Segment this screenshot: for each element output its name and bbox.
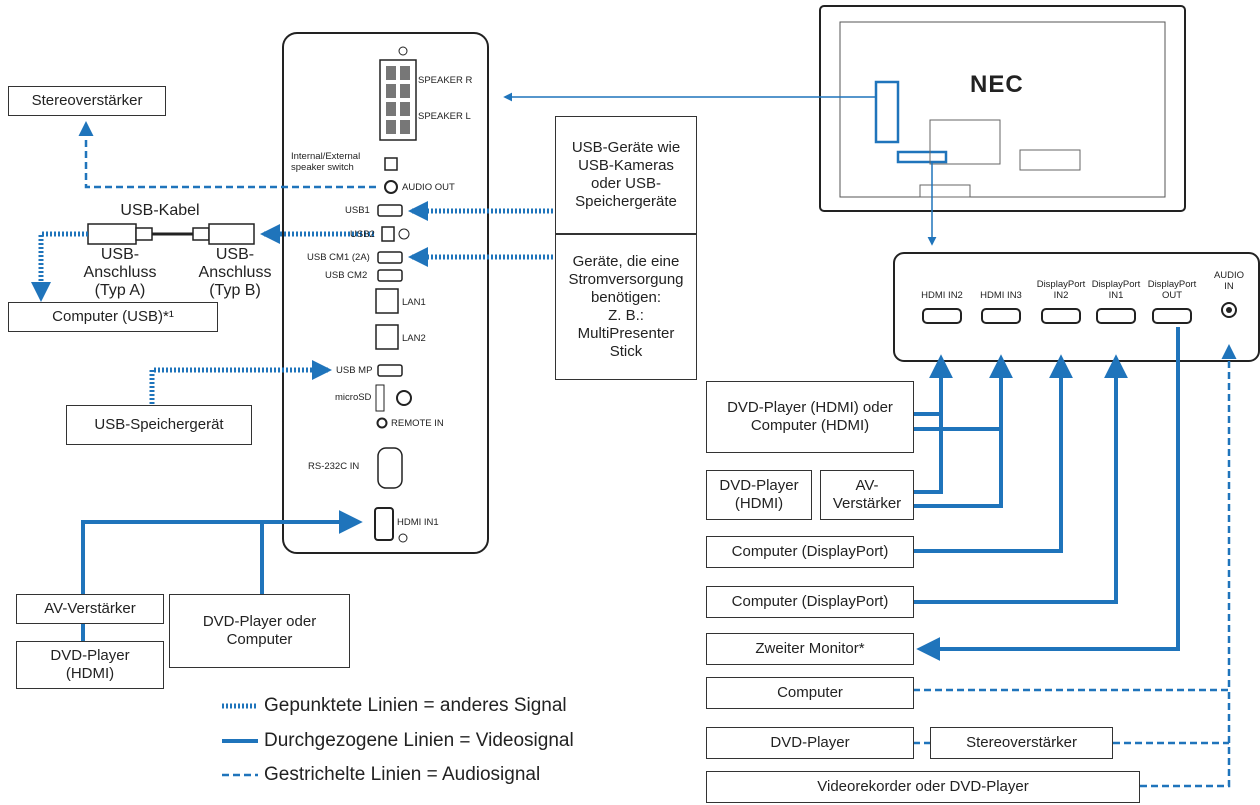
label-hdmi-in1: HDMI IN1 (397, 517, 439, 528)
lan1-port[interactable] (375, 288, 399, 314)
usb-cm2-port[interactable] (377, 269, 403, 282)
speaker-switch[interactable] (384, 157, 398, 171)
dp-in1-port[interactable] (1096, 308, 1136, 324)
computer-displayport-box-2: Computer (DisplayPort) (706, 586, 914, 618)
label-speaker-switch: Internal/External speaker switch (291, 151, 361, 173)
label-dp-out: DisplayPort OUT (1147, 279, 1197, 301)
audio-out-jack[interactable] (384, 180, 398, 194)
label-usb-mp: USB MP (336, 365, 373, 376)
label-lan1: LAN1 (402, 297, 426, 308)
label-usb2: USB2 (350, 229, 375, 240)
video-recorder-box: Videorekorder oder DVD-Player (706, 771, 1140, 803)
label-speaker-l: SPEAKER L (418, 111, 471, 122)
label-microsd: microSD (335, 392, 372, 403)
legend-solid: Durchgezogene Linien = Videosignal (222, 730, 574, 752)
label-rs232c-in: RS-232C IN (308, 461, 360, 472)
dashed-line-sample (222, 773, 258, 777)
dotted-line-sample (222, 703, 258, 709)
usb-devices-box: USB-Geräte wie USB-Kameras oder USB- Spe… (555, 116, 697, 234)
dp-out-port[interactable] (1152, 308, 1192, 324)
legend-dotted-text: Gepunktete Linien = anderes Signal (264, 695, 567, 716)
label-dp-in2: DisplayPort IN2 (1036, 279, 1086, 301)
usb1-port[interactable] (377, 204, 403, 217)
dvd-hdmi-box-right: DVD-Player (HDMI) (706, 470, 812, 520)
dp-in2-port[interactable] (1041, 308, 1081, 324)
monitor-rear-view (819, 5, 1186, 212)
legend-dashed: Gestrichelte Linien = Audiosignal (222, 764, 540, 786)
computer-usb-box: Computer (USB)*¹ (8, 302, 218, 332)
solid-lines (81, 92, 1180, 661)
label-audio-in: AUDIO IN (1213, 270, 1245, 292)
legend-dashed-text: Gestrichelte Linien = Audiosignal (264, 764, 541, 785)
label-usb-cm1: USB CM1 (2A) (307, 252, 370, 263)
microsd-slot[interactable] (375, 384, 385, 412)
av-amplifier-box-left: AV-Verstärker (16, 594, 164, 624)
dvd-player-box: DVD-Player (706, 727, 914, 759)
hdmi-in3-port[interactable] (981, 308, 1021, 324)
monitor-logo: NEC (970, 71, 1024, 98)
stereo-amplifier-box-right: Stereoverstärker (930, 727, 1113, 759)
label-hdmi-in3: HDMI IN3 (980, 290, 1022, 301)
remote-in-jack[interactable] (376, 417, 388, 429)
label-lan2: LAN2 (402, 333, 426, 344)
solid-line-sample (222, 739, 258, 743)
speaker-terminals (379, 59, 417, 141)
legend-solid-text: Durchgezogene Linien = Videosignal (264, 730, 574, 751)
usb-storage-box: USB-Speichergerät (66, 405, 252, 445)
label-hdmi-in2: HDMI IN2 (921, 290, 963, 301)
stereo-amplifier-box: Stereoverstärker (8, 86, 166, 116)
av-amplifier-box-right: AV- Verstärker (820, 470, 914, 520)
usb-b-label: USB- Anschluss (Typ B) (198, 246, 272, 299)
label-dp-in1: DisplayPort IN1 (1091, 279, 1141, 301)
dvd-or-computer-box: DVD-Player oder Computer (169, 594, 350, 668)
bottom-connector-panel (893, 252, 1260, 362)
computer-displayport-box-1: Computer (DisplayPort) (706, 536, 914, 568)
label-remote-in: REMOTE IN (391, 418, 444, 429)
hdmi-in2-port[interactable] (922, 308, 962, 324)
dashed-lines (78, 121, 1237, 788)
usb-cable-drawing (87, 223, 255, 245)
terminal-panel (282, 32, 489, 554)
dvd-hdmi-box-left: DVD-Player (HDMI) (16, 641, 164, 689)
usb2-port[interactable] (381, 226, 395, 242)
label-usb1: USB1 (345, 205, 370, 216)
computer-box: Computer (706, 677, 914, 709)
dotted-lines (31, 201, 553, 404)
usb-a-label: USB- Anschluss (Typ A) (83, 246, 157, 299)
power-devices-box: Geräte, die eine Stromversorgung benötig… (555, 234, 697, 380)
usb-mp-port[interactable] (377, 364, 403, 377)
dvd-hdmi-or-computer-box: DVD-Player (HDMI) oder Computer (HDMI) (706, 381, 914, 453)
rs232c-port[interactable] (377, 447, 403, 489)
label-speaker-r: SPEAKER R (418, 75, 473, 86)
second-monitor-box: Zweiter Monitor* (706, 633, 914, 665)
label-audio-out: AUDIO OUT (402, 182, 455, 193)
usb-cm1-port[interactable] (377, 251, 403, 264)
lan2-port[interactable] (375, 324, 399, 350)
hdmi-in1-port[interactable] (374, 507, 394, 541)
label-usb-cm2: USB CM2 (325, 270, 368, 281)
usb-cable-label: USB-Kabel (120, 202, 200, 219)
legend-dotted: Gepunktete Linien = anderes Signal (222, 695, 567, 717)
